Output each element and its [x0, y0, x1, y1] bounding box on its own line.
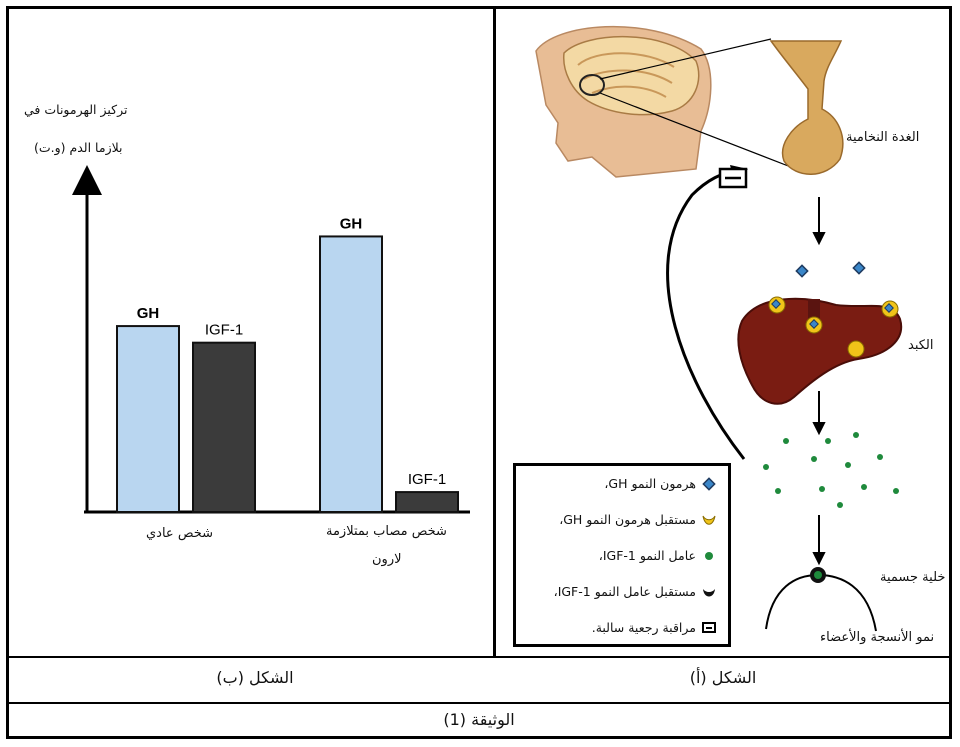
group-normal-label: شخص عادي: [146, 526, 214, 541]
figure-a-caption: الشكل (أ): [689, 668, 757, 687]
growth-label: نمو الأنسجة والأعضاء: [820, 630, 935, 645]
liver-label: الكبد: [908, 338, 934, 353]
bar-gh-1: [319, 235, 383, 513]
group-laron-label-line1: شخص مصاب بمتلازمة: [326, 524, 447, 539]
liver-illustration: [737, 296, 903, 405]
legend-text: مراقبة رجعية سالبة.: [591, 620, 696, 635]
growth-hormone-diagram: [535, 25, 903, 632]
body-cell-illustration: [765, 573, 877, 632]
gh-molecules: [795, 261, 866, 278]
legend-item: مستقبل هرمون النمو GH،: [559, 512, 716, 527]
document-frame: [6, 6, 952, 739]
legend-item: عامل النمو IGF-1،: [599, 548, 716, 563]
panel-divider: [493, 6, 496, 658]
title-divider: [6, 702, 952, 704]
legend-text: عامل النمو IGF-1،: [598, 548, 696, 563]
y-axis-label-line1: تركيز الهرمونات في: [24, 102, 128, 117]
legend-item: مراقبة رجعية سالبة.: [592, 620, 716, 635]
bar-gh-0: [116, 325, 180, 513]
document-title: الوثيقة (1): [443, 710, 515, 729]
group-laron-label-line2: لارون: [372, 552, 402, 567]
bar-label-gh-1: GH: [340, 215, 363, 232]
bar-label-gh-0: GH: [137, 305, 160, 322]
bar-igf-1-1: [395, 491, 459, 513]
y-axis-label-line2: بلازما الدم (و.ت): [34, 140, 123, 155]
negative-feedback-icon: [702, 622, 716, 633]
legend-box: هرمون النمو GH، مستقبل هرمون النمو GH، ع…: [513, 463, 731, 647]
bar-label-igf-1-0: IGF-1: [205, 322, 243, 339]
bar-label-igf-1-1: IGF-1: [408, 471, 446, 488]
caption-divider: [6, 656, 952, 658]
gh-hormone-icon: [702, 476, 716, 491]
body-cell-label: خلية جسمية: [880, 570, 946, 585]
pituitary-gland-illustration: [769, 40, 844, 175]
hormone-bar-chart: GH IGF-1 GH IGF-1: [72, 165, 470, 514]
gh-receptor-icon: [702, 515, 716, 525]
legend-text: هرمون النمو GH،: [604, 476, 696, 491]
legend-text: مستقبل عامل النمو IGF-1،: [553, 584, 696, 599]
legend-text: مستقبل هرمون النمو GH،: [559, 512, 696, 527]
bar-igf-1-0: [192, 341, 256, 513]
igf1-factor-icon: [705, 551, 713, 560]
igf1-receptor-icon: [703, 588, 715, 596]
pituitary-label: الغدة النخامية: [846, 130, 920, 145]
legend-item: هرمون النمو GH،: [604, 476, 716, 491]
legend-item: مستقبل عامل النمو IGF-1،: [554, 584, 716, 599]
negative-feedback-arrow: [666, 169, 746, 460]
igf1-molecules: [763, 432, 899, 508]
figure-b-caption: الشكل (ب): [216, 668, 294, 687]
